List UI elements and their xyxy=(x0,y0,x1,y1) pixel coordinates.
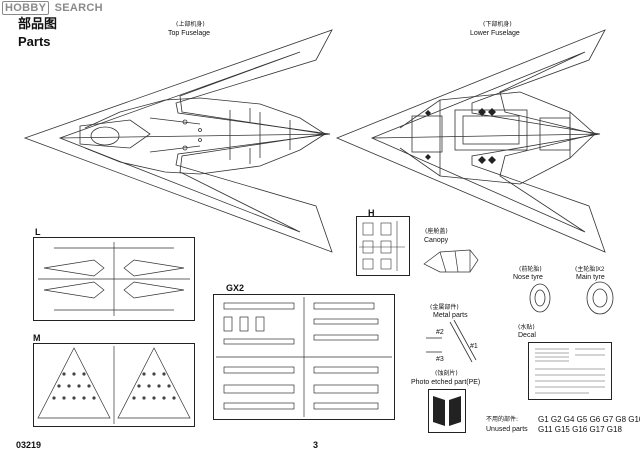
unused-parts-row-2: G11 G15 G16 G17 G18 xyxy=(538,425,622,434)
decal-label-cn: (水贴) xyxy=(518,324,535,331)
decal-sheet-drawing xyxy=(535,348,605,394)
parts-title-en: Parts xyxy=(18,34,51,49)
hobbysearch-watermark: HOBBY SEARCH xyxy=(2,1,103,15)
unused-parts-label-en: Unused parts xyxy=(486,426,528,433)
lower-fuselage-label-en: Lower Fuselage xyxy=(470,30,520,37)
metal-parts-label-cn: (金属部件) xyxy=(430,304,459,311)
parts-title-cn: 部品图 xyxy=(18,17,58,32)
decal-label-en: Decal xyxy=(518,332,536,339)
part-1-label: #1 xyxy=(470,343,478,350)
part-2-label: #2 xyxy=(436,329,444,336)
sprue-h-drawing xyxy=(359,221,405,271)
sprue-gx2-letter: GX2 xyxy=(226,283,245,293)
sprue-m-letter: M xyxy=(33,333,41,343)
part-3-label: #3 xyxy=(436,356,444,363)
sprue-gx2-frame xyxy=(213,294,395,420)
sprue-l-frame xyxy=(33,237,195,321)
page-number: 3 xyxy=(313,440,319,450)
lower-fuselage-label-cn: (下部机身) xyxy=(483,21,512,28)
main-tyre-qty: X2 xyxy=(597,267,605,273)
watermark-rest: SEARCH xyxy=(51,2,103,14)
decal-sheet xyxy=(528,342,612,400)
canopy-label-cn: (座舱盖) xyxy=(425,228,448,235)
sprue-l-letter: L xyxy=(35,227,41,237)
sprue-h-frame xyxy=(356,216,410,276)
main-tyre-label-en: Main tyre xyxy=(576,274,605,281)
nose-tyre-label-cn: (前轮胎) xyxy=(519,266,542,273)
unused-parts-label-cn: 不用的部件: xyxy=(486,416,519,423)
watermark-brand: HOBBY xyxy=(2,1,50,15)
nose-tyre-label-en: Nose tyre xyxy=(513,274,543,281)
sprue-m-frame xyxy=(33,343,195,427)
lower-fuselage-diamonds xyxy=(425,108,496,164)
canopy-label-en: Canopy xyxy=(424,237,449,244)
top-fuselage-label-en: Top Fuselage xyxy=(168,30,211,37)
product-code: 03219 xyxy=(16,440,42,450)
unused-parts-row-1: G1 G2 G4 G5 G6 G7 G8 G10 xyxy=(538,415,640,424)
photo-etched-drawing xyxy=(433,396,461,426)
photo-etched-fret xyxy=(428,389,466,433)
main-tyre-label-cn: (主轮胎) xyxy=(575,266,598,273)
sprue-l-drawing xyxy=(38,242,190,316)
photo-etched-label-en: Photo etched part(PE) xyxy=(411,379,481,386)
metal-parts-label-en: Metal parts xyxy=(433,312,468,319)
sprue-gx2-drawing xyxy=(216,297,392,417)
sprue-m-drawing xyxy=(37,346,191,424)
sprue-h-letter: H xyxy=(368,208,375,218)
top-fuselage-drawing xyxy=(23,29,333,253)
photo-etched-label-cn: (蚀刻片) xyxy=(435,370,458,377)
top-fuselage-label-cn: (上部机身) xyxy=(176,21,205,28)
